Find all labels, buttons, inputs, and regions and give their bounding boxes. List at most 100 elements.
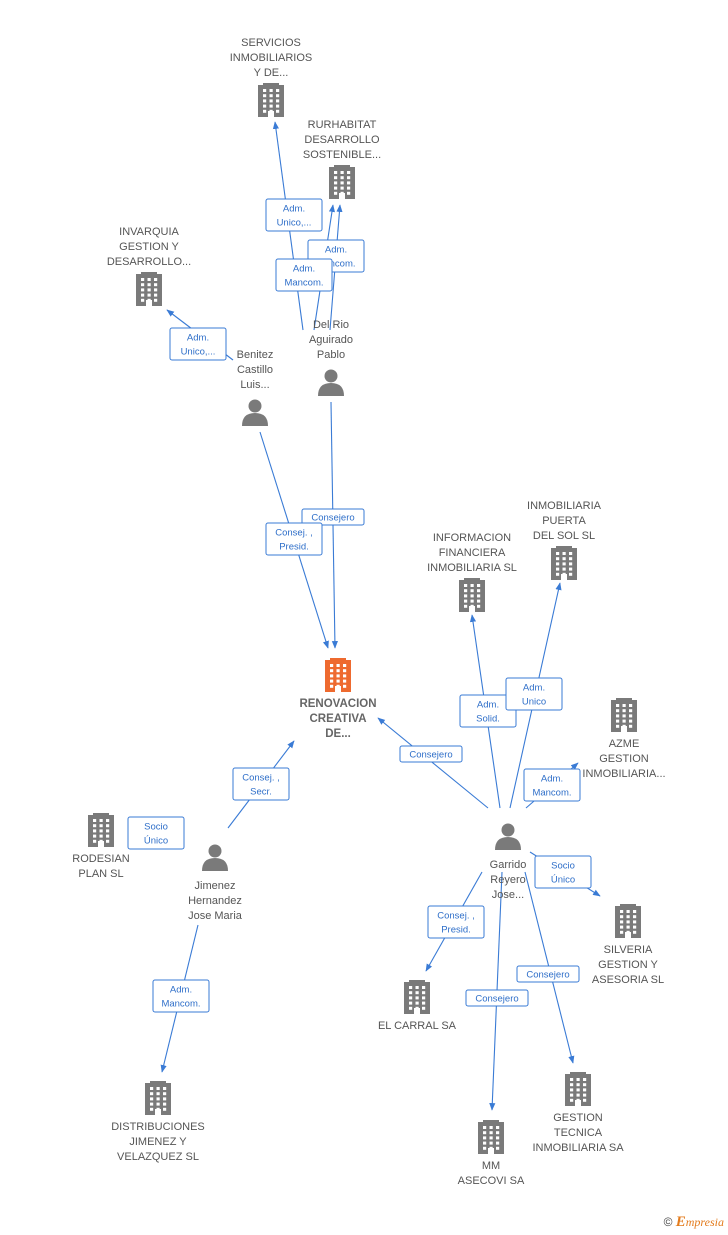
- person-icon: [495, 823, 521, 850]
- node-label-line: Castillo: [237, 364, 273, 376]
- node-label-line: Jimenez: [195, 880, 236, 892]
- node-label-line: TECNICA: [554, 1127, 603, 1139]
- edge-label-box[interactable]: Adm.Unico,...: [265, 198, 323, 232]
- node-label-line: INVARQUIA: [119, 226, 179, 238]
- edge-label-line: Unico,...: [181, 347, 216, 358]
- edge-label-box[interactable]: Adm.Mancom.: [523, 768, 581, 802]
- node-label-line: RODESIAN: [72, 853, 130, 865]
- edge-label-line: Unico: [522, 697, 546, 708]
- edge-label-box[interactable]: Consej. ,Secr.: [232, 767, 290, 801]
- edge-label-box[interactable]: Consej. ,Presid.: [427, 905, 485, 939]
- building-icon: [478, 1120, 504, 1154]
- edge-label: Adm. Unico,...: [181, 333, 216, 358]
- edge-label-box[interactable]: Consejero: [465, 989, 529, 1007]
- edge-label-line: Socio: [551, 861, 575, 872]
- edge-label-line: Adm.: [170, 985, 192, 996]
- edge-label-box[interactable]: Adm.Solid.: [459, 694, 517, 728]
- building-icon: [459, 578, 485, 612]
- edge-label-line: Presid.: [441, 925, 471, 936]
- node-label-line: INMOBILIARIA: [527, 500, 602, 512]
- edge-label: Consejero: [311, 513, 354, 524]
- building-icon: [258, 83, 284, 117]
- node-label-line: SOSTENIBLE...: [303, 149, 381, 161]
- node-label-line: PUERTA: [542, 515, 586, 527]
- edge-label-frame: [152, 979, 210, 1013]
- node-label-line: DESARROLLO...: [107, 256, 191, 268]
- edge-label: Adm.Unico,...: [277, 204, 312, 229]
- node-label-line: INMOBILIARIOS: [230, 52, 313, 64]
- node-label-line: SERVICIOS: [241, 37, 301, 49]
- node-label-line: Jose...: [492, 889, 524, 901]
- edge-label-box[interactable]: Consejero: [399, 745, 463, 763]
- edge-garrido-to-renovacion: [377, 717, 489, 809]
- edge-label: Adm.Mancom.: [532, 774, 571, 799]
- edge-label-frame: [169, 327, 227, 361]
- node-label-line: INMOBILIARIA SL: [427, 562, 517, 574]
- edge-label-frame: [127, 816, 185, 850]
- person-icon: [242, 399, 268, 426]
- node-label-line: GESTION Y: [598, 959, 658, 971]
- edge-label-frame: [465, 989, 529, 1007]
- edge-label-frame: [232, 767, 290, 801]
- node-label-line: Hernandez: [188, 895, 242, 907]
- edge-label-frame: [427, 905, 485, 939]
- edge-label-box[interactable]: Consej. ,Presid.: [265, 522, 323, 556]
- building-icon: [88, 813, 114, 847]
- edge-label-box[interactable]: Adm.Mancom.: [152, 979, 210, 1013]
- node-rurhabitat[interactable]: RURHABITAT DESARROLLO SOSTENIBLE...: [303, 119, 381, 199]
- edge-label-line: Socio: [144, 822, 168, 833]
- node-label-line: JIMENEZ Y: [129, 1136, 187, 1148]
- edge-label-line: Adm.: [187, 333, 209, 344]
- edge-label: Adm.Unico: [522, 683, 546, 708]
- edge-label-line: Consejero: [526, 970, 569, 981]
- node-puerta[interactable]: INMOBILIARIA PUERTA DEL SOL SL: [527, 500, 602, 580]
- node-rodesian[interactable]: RODESIAN PLAN SL: [72, 813, 130, 880]
- person-icon: [318, 369, 344, 396]
- node-label-line: AZME: [609, 738, 640, 750]
- edge-label-line: Único: [144, 836, 168, 847]
- node-label-line: DEL SOL SL: [533, 530, 595, 542]
- edge-label: Adm.Mancom.: [284, 264, 323, 289]
- edge-label: Adm.Mancom.: [316, 245, 355, 270]
- node-label-line: Garrido: [490, 859, 527, 871]
- edge-label-box[interactable]: Consejero: [516, 965, 580, 983]
- node-label-line: RURHABITAT: [308, 119, 377, 131]
- edge-label-box[interactable]: Adm.Mancom.: [275, 258, 333, 292]
- node-elcarral[interactable]: EL CARRAL SA: [378, 980, 457, 1032]
- node-label-line: CREATIVA: [309, 713, 366, 725]
- edge-label-line: Mancom.: [284, 278, 323, 289]
- edge-label-box[interactable]: Adm.Unico: [505, 677, 563, 711]
- edge-label-line: Consejero: [311, 513, 354, 524]
- node-label-line: ASECOVI SA: [458, 1175, 525, 1187]
- edge-label: Consejero: [475, 994, 518, 1005]
- footer-brand: © Empresia: [664, 1214, 724, 1231]
- edge-label-box[interactable]: Consejero: [301, 508, 365, 526]
- node-label-line: DESARROLLO: [304, 134, 380, 146]
- node-label-line: PLAN SL: [78, 868, 123, 880]
- edge-label-frame: [516, 965, 580, 983]
- edge-label-frame: [399, 745, 463, 763]
- node-label-line: DE...: [325, 728, 351, 740]
- edge-label-box[interactable]: Adm. Unico,...: [169, 327, 227, 361]
